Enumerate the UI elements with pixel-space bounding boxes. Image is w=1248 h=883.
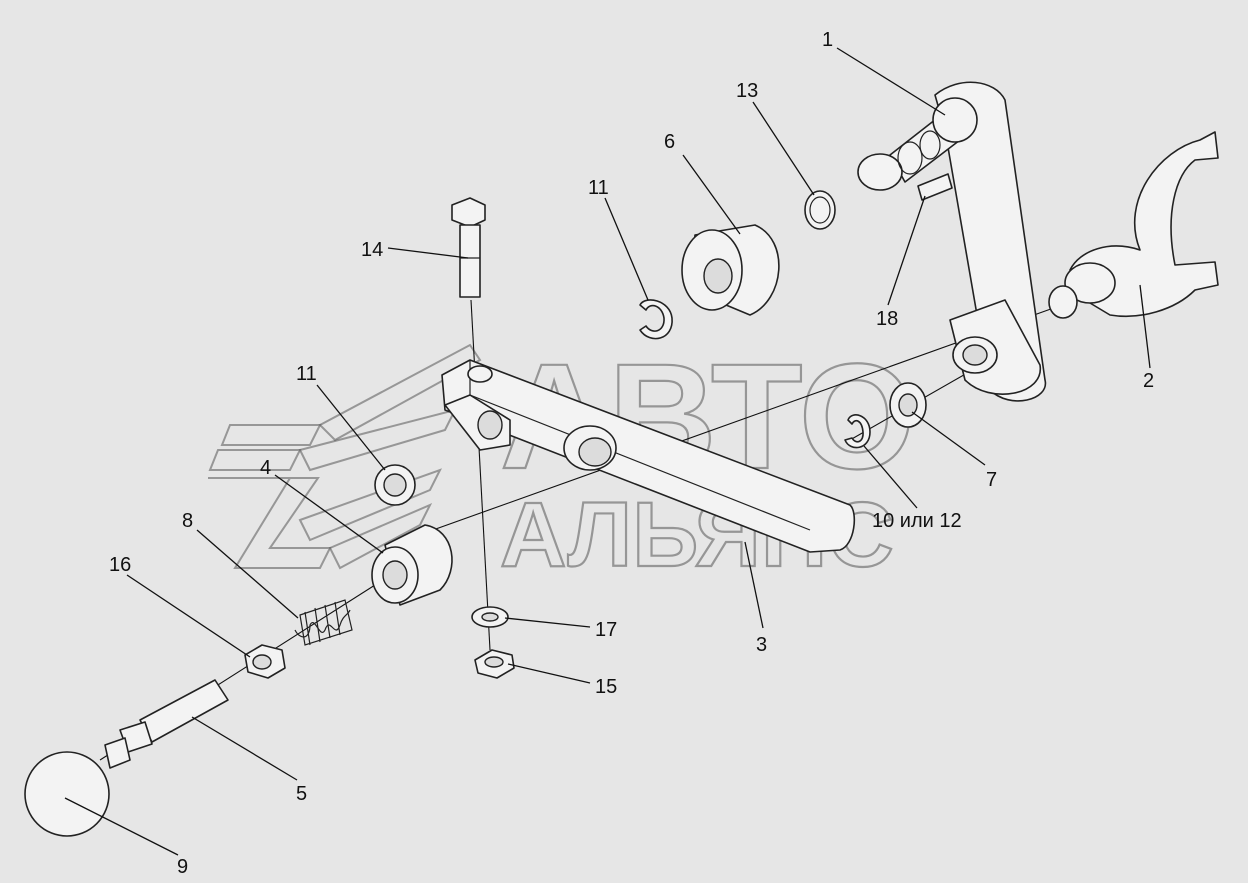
callout-17: 17 [595, 619, 617, 641]
part-snap-ring-upper [639, 299, 673, 340]
part-bolt [451, 197, 486, 298]
leader-9 [64, 797, 179, 856]
leader-2 [1139, 284, 1151, 369]
leader-5 [191, 716, 298, 781]
leader-15 [507, 663, 591, 684]
part-knob [24, 751, 110, 837]
callout-7: 7 [986, 469, 997, 491]
part-ring-11-lower-hole [383, 473, 407, 497]
leader-3 [744, 541, 764, 629]
callout-18: 18 [876, 308, 898, 330]
callout-13: 13 [736, 80, 758, 102]
part-key [917, 173, 953, 201]
callout-15: 15 [595, 676, 617, 698]
leader-18 [887, 195, 926, 306]
part-sleeve [371, 524, 453, 606]
callout-labels: 1 2 3 4 5 6 7 8 9 10 или 12 11 11 13 14 … [109, 29, 1154, 878]
leader-16 [126, 574, 251, 658]
part-nut-15 [474, 649, 515, 679]
leader-4 [274, 474, 384, 554]
part-nut-16 [244, 644, 286, 679]
leader-6 [682, 154, 741, 235]
leader-8 [196, 529, 299, 619]
callout-14: 14 [361, 239, 383, 261]
callout-2: 2 [1143, 370, 1154, 392]
leader-11-lower [316, 384, 386, 471]
part-snap-ring-10-12 [844, 414, 871, 449]
bolt-axis-line [470, 299, 491, 651]
part-washer-7-hole [898, 393, 918, 417]
callout-1: 1 [822, 29, 833, 51]
leader-1 [836, 47, 946, 116]
leader-17 [504, 617, 591, 628]
leader-7 [911, 411, 986, 466]
callout-5: 5 [296, 783, 307, 805]
callout-8: 8 [182, 510, 193, 532]
leader-lines [64, 47, 1151, 856]
part-shift-fork [1048, 131, 1219, 319]
upper-axis-line [404, 304, 1063, 541]
part-rod [104, 679, 229, 769]
part-connecting-arm [441, 359, 856, 553]
part-spring [294, 599, 353, 646]
callout-10-or-12: 10 или 12 [872, 510, 962, 532]
part-lever-arm [857, 81, 1047, 402]
callout-11-lower: 11 [296, 363, 317, 385]
callout-3: 3 [756, 634, 767, 656]
callout-16: 16 [109, 554, 131, 576]
leader-13 [752, 101, 815, 196]
part-washer-17-hole [481, 612, 499, 622]
leader-14 [387, 247, 469, 259]
callout-4: 4 [260, 457, 271, 479]
callout-6: 6 [664, 131, 675, 153]
leader-10-12 [863, 445, 918, 509]
part-ring-13-inner [809, 196, 831, 224]
part-bushing [681, 224, 780, 316]
callout-9: 9 [177, 856, 188, 878]
callout-11-upper: 11 [588, 177, 609, 199]
leader-11-upper [604, 197, 649, 301]
